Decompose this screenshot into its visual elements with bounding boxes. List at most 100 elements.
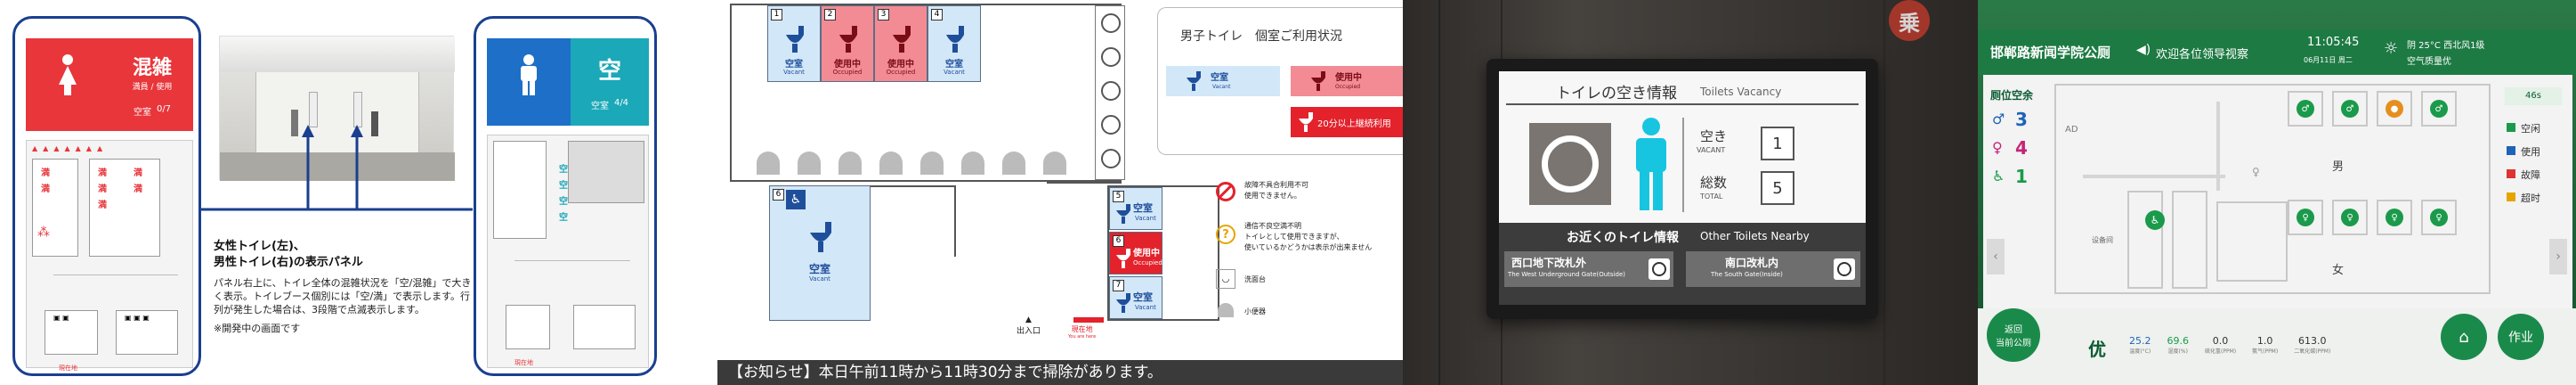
nearby-title: お近くのトイレ情報 [1567, 231, 1679, 245]
female-header [26, 38, 111, 131]
floor-outline [730, 4, 1122, 182]
here-bar [1073, 317, 1104, 323]
toilet-icon [1187, 71, 1201, 91]
female-panel-frame: 混雑 満員 / 使用 空室 0/7 ▲▲▲▲▲▲▲ 満 満 満 満 満 [12, 16, 201, 376]
male-icon: ♂ [1992, 111, 2005, 127]
legend-urinal-text: 小便器 [1244, 307, 1266, 315]
male-panel-frame: 空 空室 4/4 空 空 空 空 現在地 [474, 16, 657, 376]
legend-sink-text: 洗面台 [1244, 275, 1266, 283]
toilet-icon [786, 26, 804, 53]
male-count: 4/4 [613, 98, 629, 108]
accessible-icon: ♿ [786, 190, 806, 209]
chinese-toilet-kiosk: 邯郸路新闻学院公厕 ◀) 欢迎各位领导视察 11:05:45 06月11日 周二… [1978, 0, 2576, 385]
female-small-icons-2: ▣ ▣ ▣ [125, 314, 150, 322]
total-value: 5 [1761, 171, 1794, 205]
vacancy-title: トイレの空き情報 [1556, 85, 1677, 102]
vacancy-male: 3 [2015, 109, 2028, 130]
welcome-text: 欢迎各位领导视察 [2156, 48, 2249, 61]
back-button[interactable]: 返回 当前公厕 [1987, 308, 2040, 362]
south-title: 南口改札内 [1725, 257, 1779, 269]
right-stall-group: 5 空室 Vacant 6 使用中 Occupied 7 空室 Vacant [1107, 185, 1219, 321]
toilet-icon-box [1529, 123, 1611, 205]
stall-5[interactable]: 5 空室 Vacant [1109, 187, 1162, 230]
female-red-marks: ⁂ [37, 225, 50, 240]
panel-display-mockup: 混雑 満員 / 使用 空室 0/7 ▲▲▲▲▲▲▲ 満 満 満 満 満 [0, 0, 717, 385]
sun-icon: ☼ [2384, 39, 2399, 58]
weather: 阴 25°C 西北风1级 [2407, 41, 2485, 51]
no-entry-icon [1216, 182, 1235, 201]
toilet-icon [1299, 112, 1313, 132]
watermark-logo: 乗 [1889, 0, 1930, 41]
sink-icon: ◡ [1216, 269, 1235, 289]
male-stall-row: ♂ ♂ ● ♂ [2288, 91, 2466, 135]
notice-bar: 【お知らせ】本日午前11時から11時30分まで掃除があります。 [717, 360, 1403, 385]
nearby-west[interactable]: 西口地下改札外 The West Underground Gate(Outsid… [1504, 251, 1673, 287]
action-button[interactable]: 作业 [2498, 314, 2544, 360]
here-en: You are here [1068, 334, 1097, 340]
home-icon[interactable]: ⌂ [2441, 314, 2487, 360]
question-icon: ? [1216, 225, 1235, 244]
back-button-label: 返回 当前公厕 [1996, 325, 2031, 348]
kiosk-title: 邯郸路新闻学院公厕 [1990, 45, 2111, 61]
clock: 11:05:45 [2307, 36, 2360, 49]
male-icon [521, 54, 537, 95]
total-label: 総数 [1700, 175, 1728, 191]
female-here-label: 現在地 [59, 365, 77, 372]
stall-4[interactable]: 4 空室 Vacant [928, 5, 981, 82]
toilet-icon [946, 26, 964, 53]
nearby-section: お近くのトイレ情報 Other Toilets Nearby 西口地下改札外 T… [1499, 223, 1866, 305]
kiosk-floor-plan: AD 男 女 设备间 ♿ ♀ ♂ ♂ ● ♂ ♀ ♀ ♀ ♀ [2054, 84, 2491, 294]
female-icon [59, 54, 77, 95]
male-count-label: 空室 [590, 102, 609, 111]
west-en: The West Underground Gate(Outside) [1508, 271, 1625, 278]
nearby-south[interactable]: 南口改札内 The South Gate(Inside) [1686, 251, 1860, 287]
stall-7[interactable]: 7 空室 Vacant [1109, 276, 1162, 319]
stall-6-occupied[interactable]: 6 使用中 Occupied [1109, 232, 1162, 274]
legend-vacant: 空室 Vacant [1166, 66, 1280, 96]
exit-label: 出入口 [1017, 327, 1041, 336]
prev-arrow-icon[interactable]: ‹ [1987, 239, 2005, 274]
vacancy-title: 厕位空余 [1990, 89, 2034, 102]
legend-over20: 20分以上継続利用 [1291, 107, 1403, 137]
stall-accessible[interactable]: 6 ♿ 空室 Vacant [769, 185, 871, 321]
vacant-label: 空き [1700, 128, 1728, 144]
male-stall-marks: 空 空 空 空 [559, 165, 568, 223]
screen-title: 男子トイレ 個室ご利用状況 [1180, 29, 1342, 44]
next-arrow-icon[interactable]: › [2549, 239, 2567, 274]
stall-2[interactable]: 2 使用中 Occupied [821, 5, 874, 82]
female-stall-marks-b: 満 満 満 [98, 168, 107, 210]
south-en: The South Gate(Inside) [1711, 271, 1783, 278]
total-label-en: TOTAL [1700, 192, 1723, 201]
station-photo [219, 36, 455, 181]
person-icon [1636, 118, 1666, 210]
caption-title: 女性トイレ(左)、 男性トイレ(右)の表示パネル [214, 240, 363, 269]
legend-box [1157, 7, 1403, 155]
kiosk-header: 邯郸路新闻学院公厕 ◀) 欢迎各位领导视察 11:05:45 06月11日 周二… [1978, 30, 2576, 75]
display-screen: トイレの空き情報 Toilets Vacancy 空き VACANT 1 総数 … [1499, 71, 1866, 305]
male-status-box: 空 空室 4/4 [571, 38, 649, 126]
female-stall-marks-c: 満 満 [134, 168, 142, 194]
label-ad: AD [2065, 125, 2078, 135]
toilet-icon [1116, 249, 1130, 268]
stall-3[interactable]: 3 使用中 Occupied [874, 5, 928, 82]
map-accessible-icon: ♿ [2145, 210, 2165, 230]
here-marker: 現在地 You are here [1068, 324, 1096, 340]
stall-status-screen: 1 空室 Vacant 2 使用中 Occupied 3 使用中 Occupie… [717, 0, 1495, 385]
stall-1[interactable]: 1 空室 Vacant [767, 5, 821, 82]
air-quality: 空气质量优 [2407, 57, 2451, 67]
wall-display-photo: 乗 トイレの空き情報 Toilets Vacancy 空き VACANT 1 総… [1403, 0, 1978, 385]
date: 06月11日 周二 [2304, 56, 2353, 64]
female-icon: ♀ [1992, 139, 2003, 156]
male-here-label: 現在地 [514, 359, 533, 366]
female-floor-plan: ▲▲▲▲▲▲▲ 満 満 満 満 満 満 満 ⁂ ▣ ▣ ▣ ▣ ▣ 現在 [26, 140, 193, 372]
toilet-icon [893, 26, 911, 53]
speaker-icon: ◀) [2136, 43, 2151, 57]
connector-lines [201, 125, 473, 211]
female-stall-row: ♀ ♀ ♀ ♀ [2288, 200, 2466, 244]
female-status: 混雑 [132, 57, 172, 79]
map-female-icon: ♀ [2252, 166, 2260, 178]
vacant-label-en: VACANT [1697, 146, 1726, 154]
male-header [487, 38, 571, 126]
